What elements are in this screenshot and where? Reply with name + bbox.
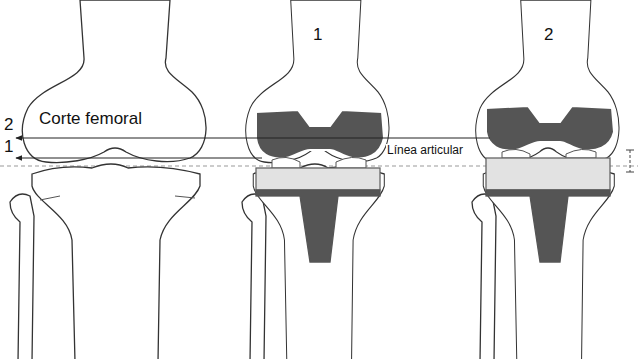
cut-line-1 (16, 158, 262, 159)
offset-bracket (626, 150, 634, 172)
line-number: 1 (3, 138, 14, 157)
prosthetic-knee-2 (472, 0, 619, 359)
component-number: 1 (312, 26, 323, 45)
prosthetic-knee-1 (242, 0, 389, 359)
joint-line-label: Línea articular (386, 144, 464, 157)
component-number: 2 (543, 26, 554, 45)
cut-line-2 (16, 138, 490, 139)
cut-label: Corte femoral (38, 110, 143, 129)
natural-knee (10, 0, 206, 359)
line-number: 2 (3, 116, 14, 135)
